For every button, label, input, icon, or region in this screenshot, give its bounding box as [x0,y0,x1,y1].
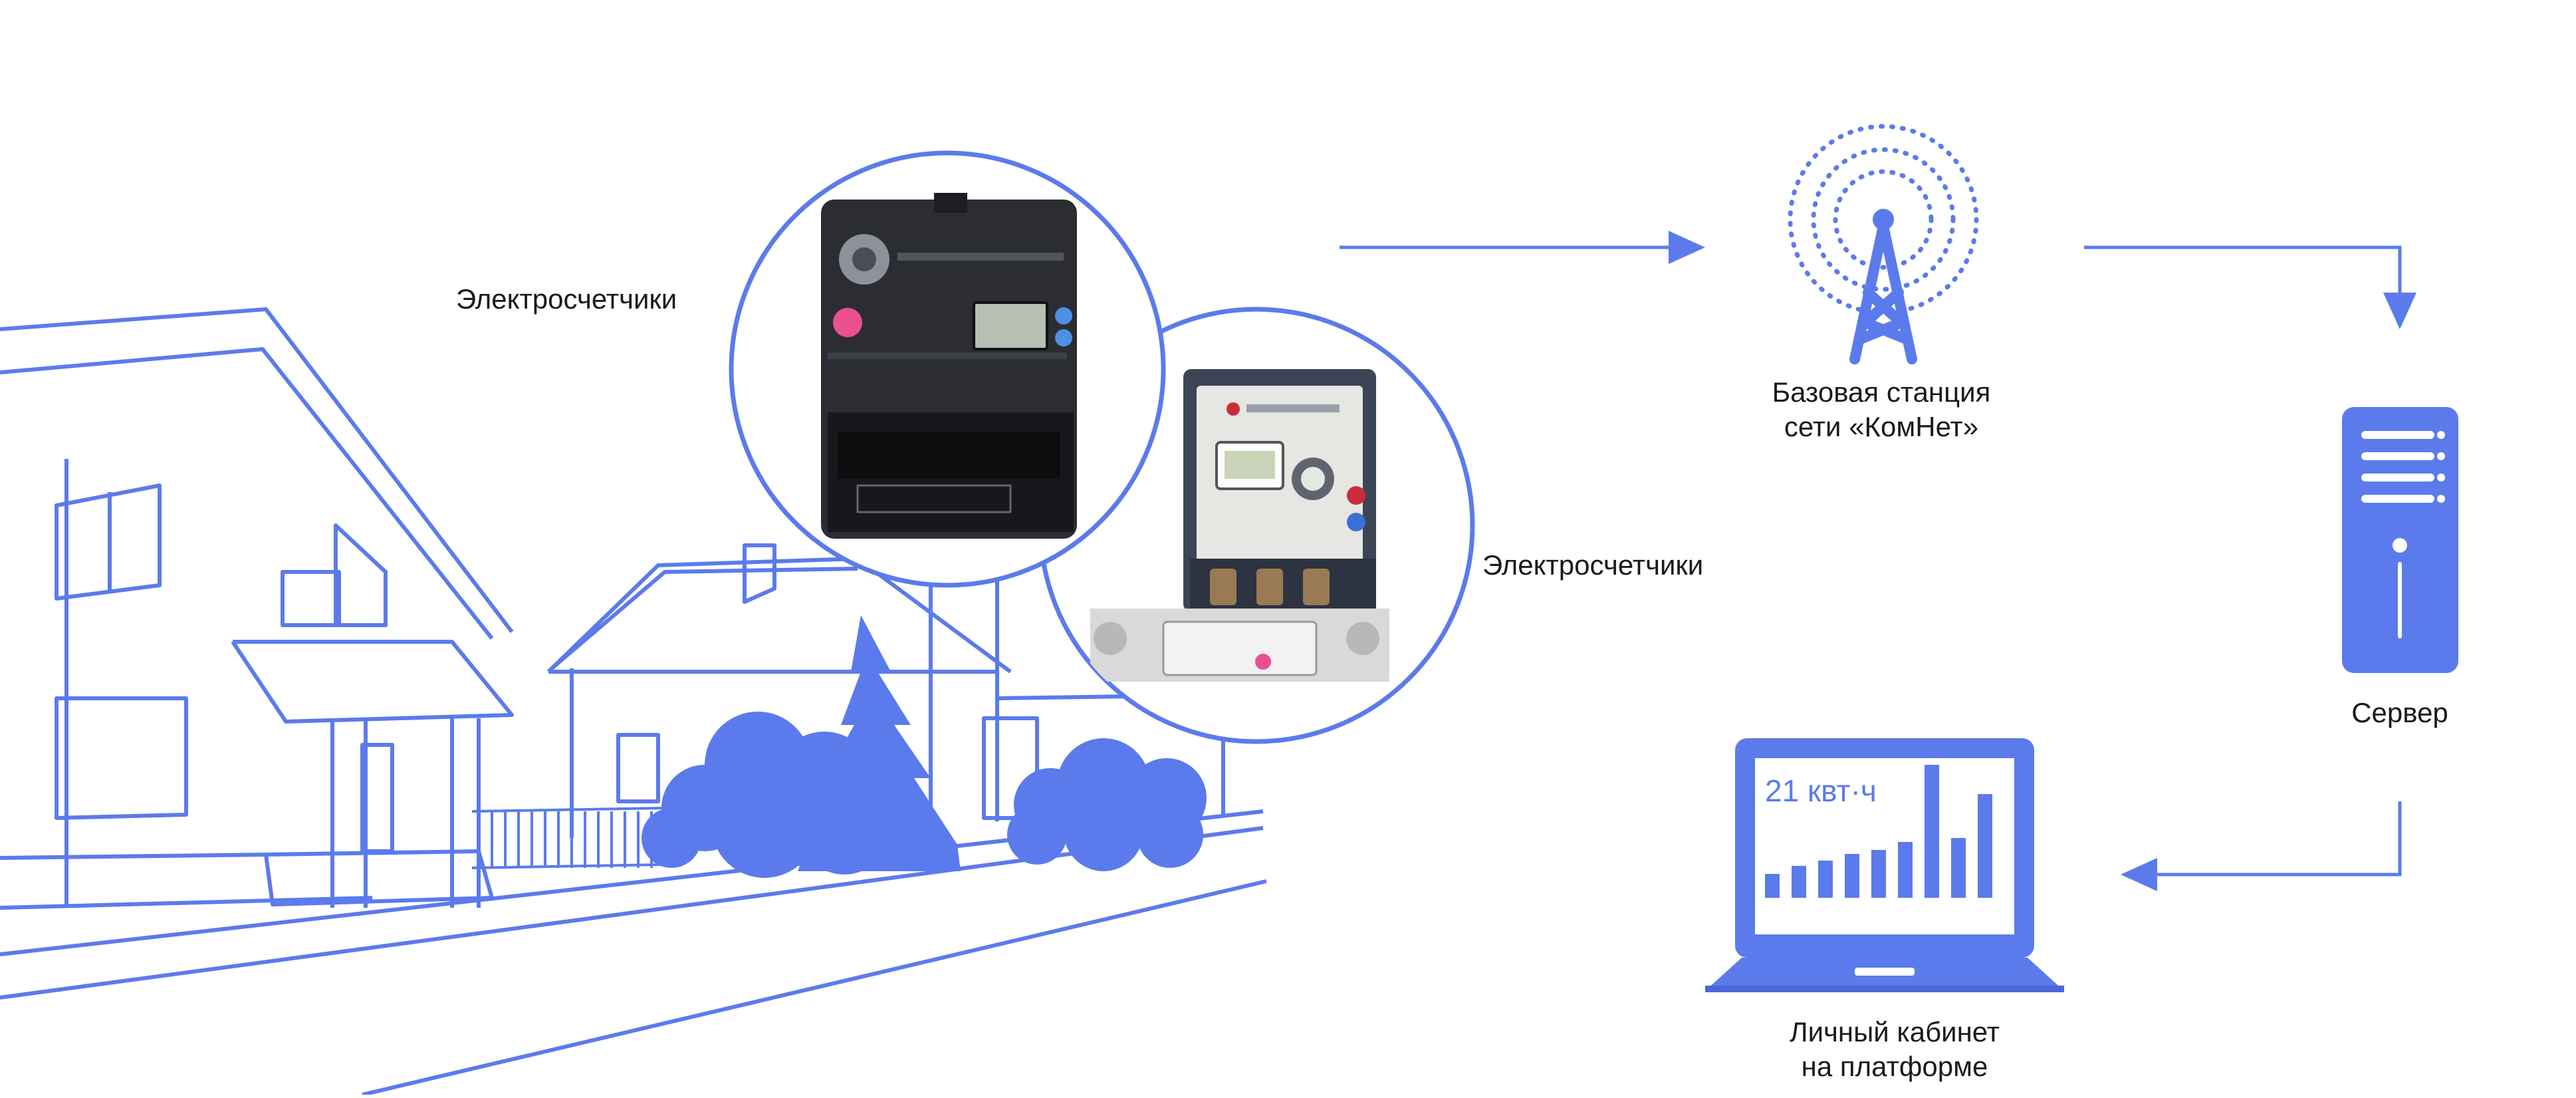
label-cabinet-line1: Личный кабинет [1790,1016,2000,1047]
laptop-bar [1978,794,1992,898]
laptop-bar-chart [1765,765,1992,898]
flow-arrows [1340,231,2416,891]
meter-circle-a [729,150,1166,588]
fence [471,807,665,869]
electricity-meter-icon [821,193,1077,539]
label-base-station-line1: Базовая станция [1772,376,1991,408]
tree-icon [798,615,961,871]
laptop-bar [1818,861,1833,898]
laptop-bar [1792,866,1806,898]
label-meters-top: Электросчетчики [456,283,677,315]
laptop-bar [1845,854,1859,898]
label-server: Сервер [2351,697,2448,728]
electricity-meter-icon [1090,369,1389,682]
label-meters-right: Электросчетчики [1482,549,1704,581]
greenery [642,615,1207,878]
arrow-icon [2121,801,2402,891]
laptop-reading: 21 квт·ч [1765,773,1877,808]
arrow-icon [2084,245,2416,329]
house-outline-icon [0,307,514,910]
label-base-station: Базовая станция сети «КомНет» [1728,375,2034,444]
label-cabinet: Личный кабинет на платформе [1742,1015,2048,1084]
laptop-bar [1951,838,1966,898]
laptop-bar [1871,850,1886,898]
laptop-bar [1898,842,1913,898]
label-base-station-line2: сети «КомНет» [1784,411,1979,442]
label-cabinet-line2: на платформе [1801,1051,1988,1082]
laptop-bar [1765,874,1780,898]
server-icon [2342,407,2458,673]
bush-icon [1007,738,1207,871]
radio-tower-icon [1788,124,1979,364]
laptop-icon: 21 квт·ч [1705,738,2064,992]
laptop-bar [1925,765,1939,898]
